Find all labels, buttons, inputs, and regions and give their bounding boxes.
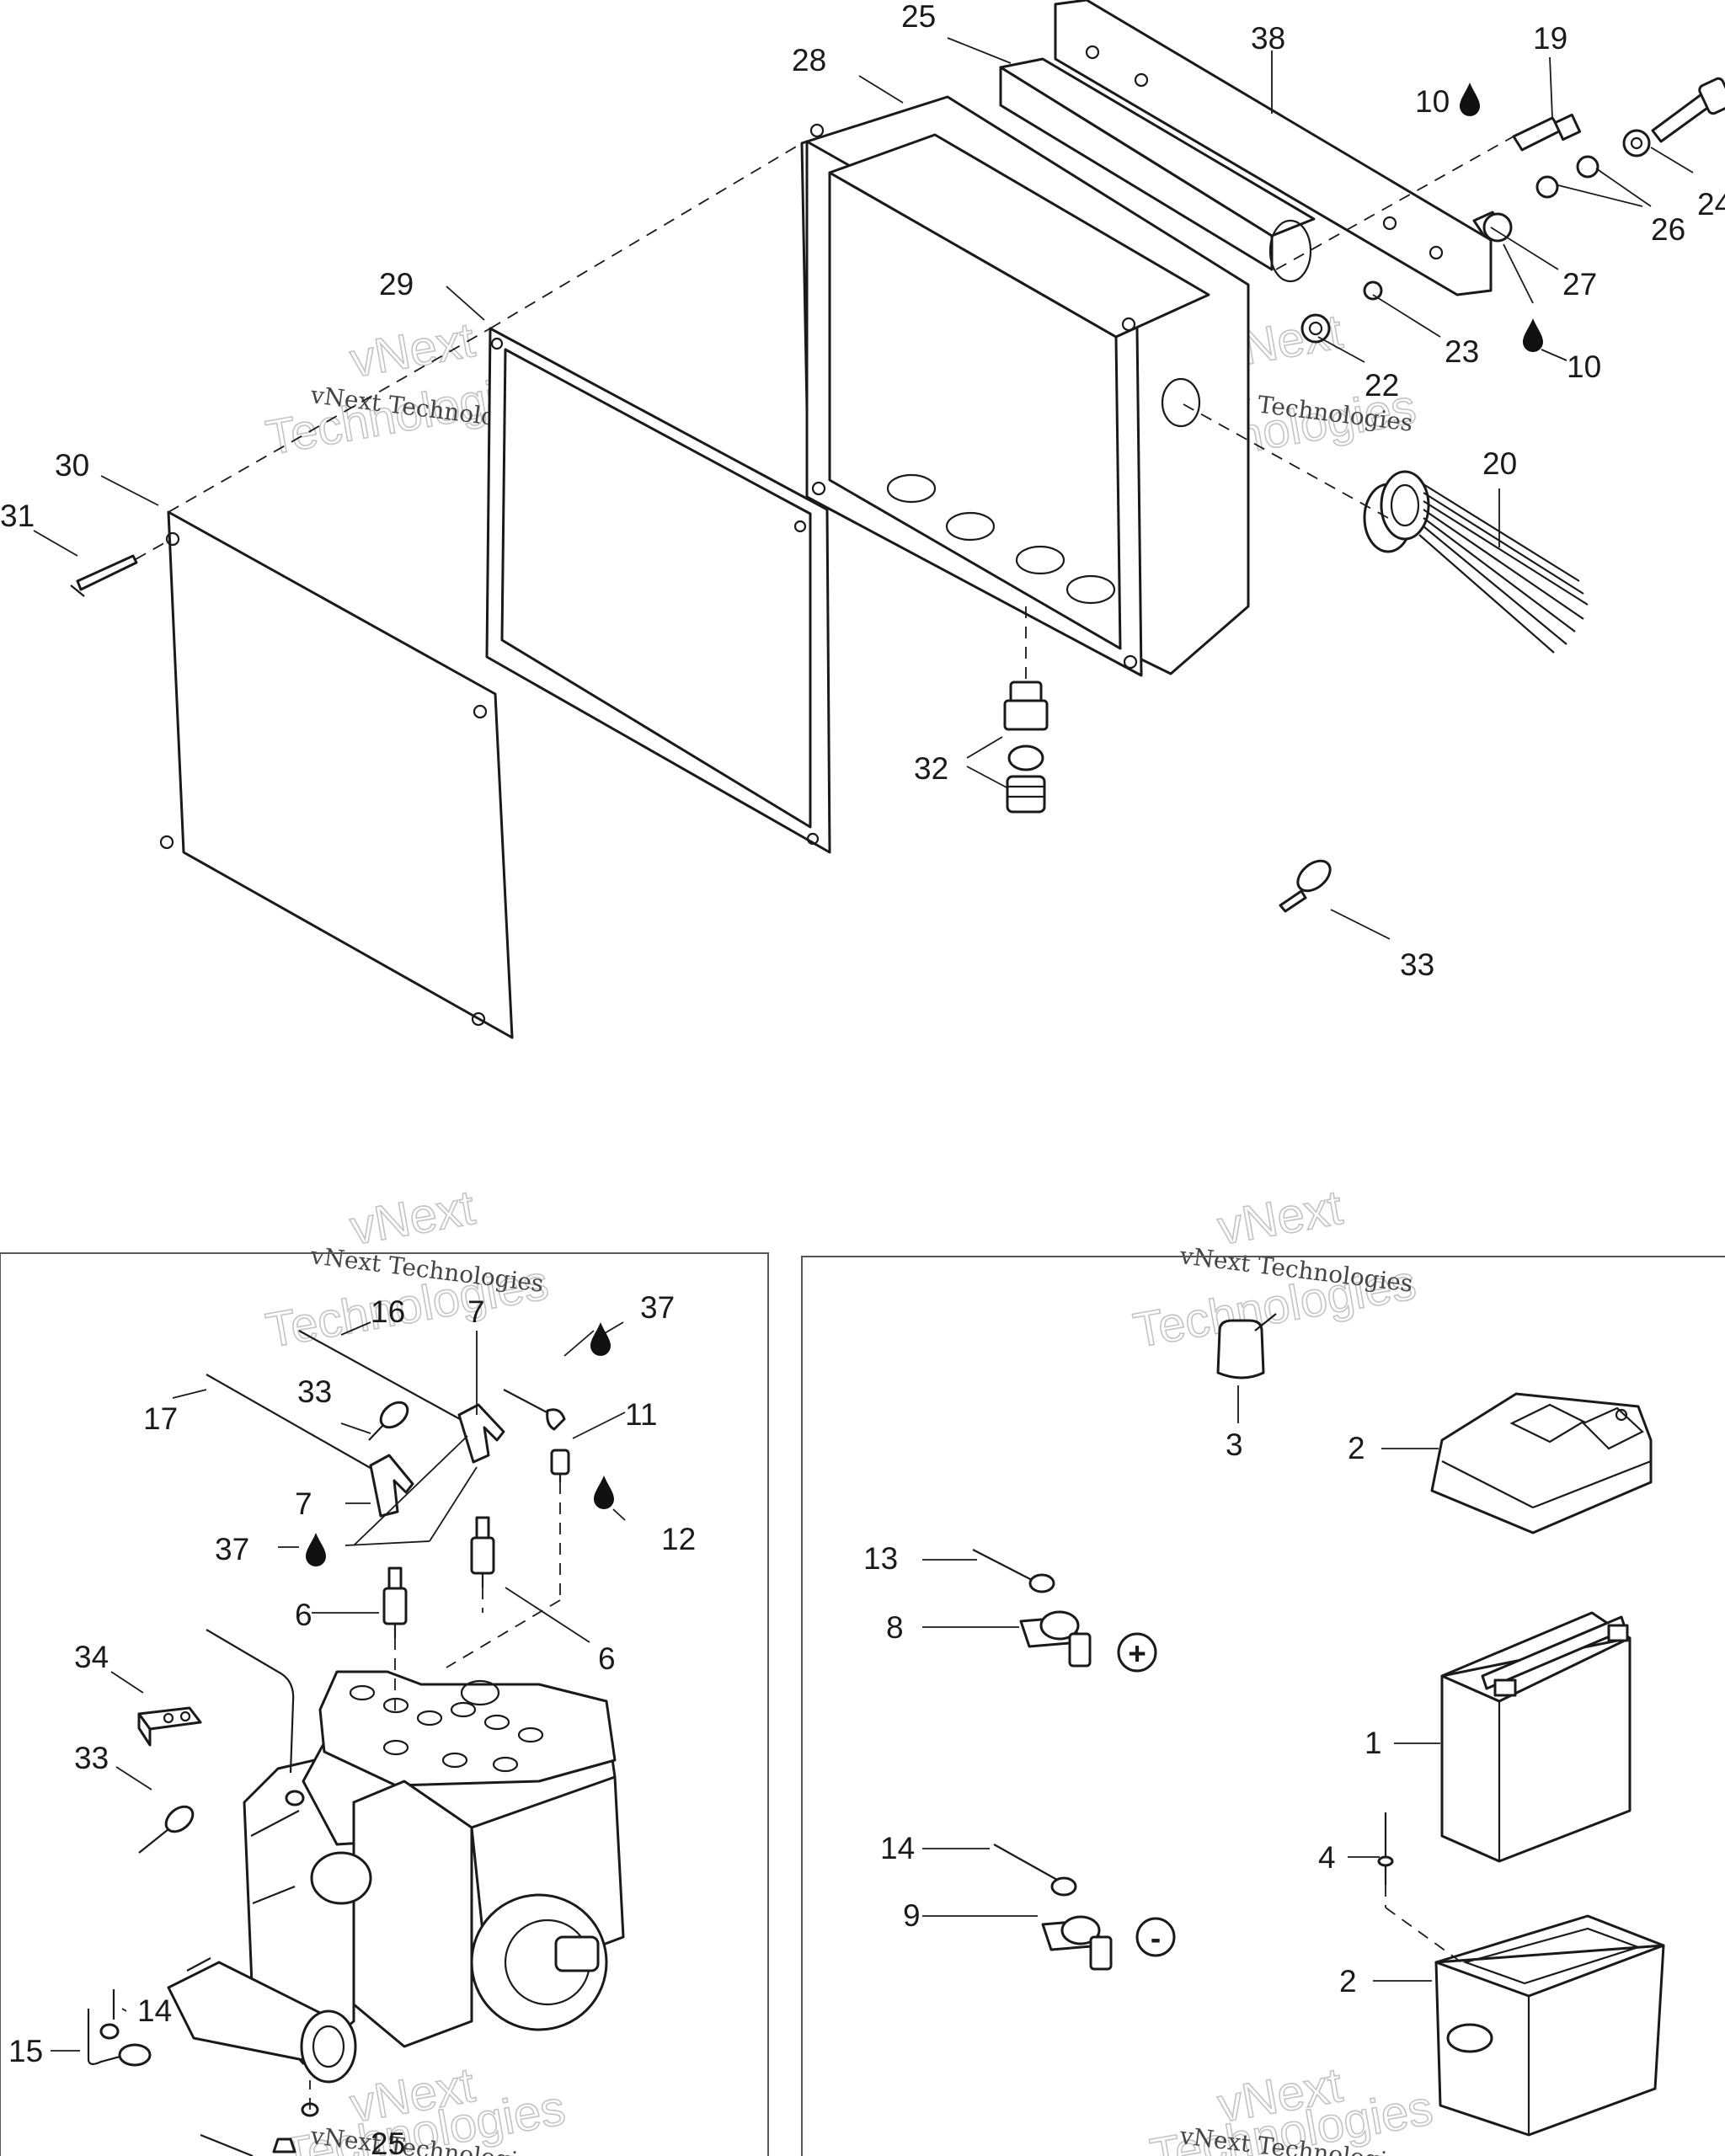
callout-23: 23 bbox=[1445, 334, 1479, 369]
starter-motor bbox=[167, 1957, 357, 2153]
callout-15: 15 bbox=[8, 2034, 43, 2068]
callout-25: 25 bbox=[901, 0, 936, 34]
oil-drop-icon bbox=[306, 1533, 326, 1566]
callout-6: 6 bbox=[598, 1641, 616, 1676]
ground-wire bbox=[206, 1629, 295, 1774]
callout-16: 16 bbox=[371, 1294, 405, 1329]
callout-34: 34 bbox=[74, 1640, 109, 1674]
callout-37: 37 bbox=[215, 1532, 249, 1566]
callout-24: 24 bbox=[1697, 187, 1725, 221]
watermark-bottom-right: vNext Technologies vNext Technologies bbox=[1146, 2057, 1437, 2156]
callout-38: 38 bbox=[1251, 21, 1285, 56]
oil-drop-icon bbox=[1460, 83, 1480, 116]
callout-25: 25 bbox=[371, 2127, 405, 2156]
spark-plug-left bbox=[382, 1566, 408, 1638]
retaining-pin bbox=[1377, 1812, 1394, 1885]
oil-drop-icon bbox=[1523, 318, 1543, 352]
watermark-mid-right: vNext Technologies vNext Technologies bbox=[1129, 1179, 1420, 1358]
callout-28: 28 bbox=[792, 43, 826, 77]
svg-text:+: + bbox=[1128, 1636, 1146, 1671]
cable-gland bbox=[1003, 680, 1049, 814]
callout-33: 33 bbox=[1400, 947, 1434, 982]
callout-37: 37 bbox=[640, 1290, 675, 1325]
callout-1: 1 bbox=[1365, 1726, 1382, 1760]
wire-harness bbox=[1363, 470, 1589, 654]
callout-27: 27 bbox=[1562, 267, 1597, 302]
electrical-box bbox=[800, 95, 1250, 677]
callout-22: 22 bbox=[1365, 368, 1399, 403]
callout-33: 33 bbox=[297, 1374, 332, 1409]
negative-cable bbox=[993, 1844, 1113, 1971]
engine-panel-frame bbox=[0, 1252, 769, 2156]
mounting-plate bbox=[1054, 0, 1493, 296]
oil-drop-icon bbox=[590, 1322, 611, 1356]
cover-screw bbox=[70, 554, 138, 597]
callout-19: 19 bbox=[1533, 21, 1567, 56]
cable-tie-lower bbox=[138, 1805, 195, 1854]
callout-7: 7 bbox=[467, 1294, 485, 1329]
positive-terminal-icon: + bbox=[1117, 1632, 1157, 1673]
ignition-wires bbox=[206, 1330, 570, 1518]
callout-10: 10 bbox=[1567, 350, 1601, 384]
callout-11: 11 bbox=[625, 1397, 657, 1432]
hardware-fasteners bbox=[1300, 77, 1725, 344]
engine-assembly bbox=[243, 1670, 625, 2065]
lower-wire bbox=[200, 2133, 254, 2156]
callout-17: 17 bbox=[143, 1401, 178, 1436]
callout-29: 29 bbox=[379, 267, 414, 302]
negative-terminal-icon: - bbox=[1135, 1917, 1176, 1957]
battery bbox=[1440, 1611, 1632, 1863]
battery-cover bbox=[1430, 1392, 1653, 1534]
callout-3: 3 bbox=[1226, 1428, 1243, 1462]
box-gasket bbox=[485, 327, 831, 854]
assembly-lines-battery bbox=[1385, 1885, 1462, 1963]
leaders-top bbox=[33, 37, 1694, 940]
callout-33: 33 bbox=[74, 1741, 109, 1775]
callout-2: 2 bbox=[1348, 1431, 1365, 1465]
cable-tie-upper bbox=[368, 1401, 409, 1441]
battery-panel-frame bbox=[801, 1256, 1725, 2156]
callout-30: 30 bbox=[55, 448, 89, 483]
callout-26: 26 bbox=[1651, 212, 1685, 247]
leaders-engine bbox=[51, 1321, 626, 2052]
callout-12: 12 bbox=[661, 1522, 696, 1556]
spark-plug-right bbox=[470, 1516, 495, 1588]
svg-text:-: - bbox=[1151, 1921, 1161, 1956]
terminal-cap bbox=[1216, 1313, 1277, 1380]
watermark-mid-left: vNext Technologies vNext Technologies bbox=[261, 1179, 553, 1358]
positive-cable bbox=[972, 1549, 1092, 1668]
wire-clip bbox=[137, 1706, 202, 1747]
leaders-battery bbox=[922, 1385, 1440, 1982]
callout-6: 6 bbox=[295, 1598, 312, 1632]
starter-cables bbox=[87, 1989, 152, 2067]
callout-20: 20 bbox=[1482, 446, 1517, 481]
callout-14: 14 bbox=[880, 1831, 915, 1865]
callout-14: 14 bbox=[137, 1993, 172, 2028]
callout-2: 2 bbox=[1339, 1964, 1357, 1999]
svg-text:vNext: vNext bbox=[1214, 1180, 1346, 1256]
callout-8: 8 bbox=[886, 1610, 904, 1645]
oil-drop-icon bbox=[594, 1476, 614, 1509]
cable-tie bbox=[1279, 859, 1332, 913]
callout-10: 10 bbox=[1415, 84, 1450, 119]
callout-9: 9 bbox=[903, 1898, 921, 1933]
callout-32: 32 bbox=[914, 751, 948, 786]
callout-13: 13 bbox=[863, 1541, 898, 1576]
svg-text:vNext: vNext bbox=[346, 1180, 478, 1256]
callout-4: 4 bbox=[1318, 1840, 1336, 1875]
callout-31: 31 bbox=[0, 499, 35, 533]
box-cover bbox=[159, 510, 514, 1039]
battery-tray bbox=[1434, 1914, 1665, 2137]
callout-7: 7 bbox=[295, 1486, 312, 1521]
spacer-bar bbox=[999, 57, 1316, 283]
